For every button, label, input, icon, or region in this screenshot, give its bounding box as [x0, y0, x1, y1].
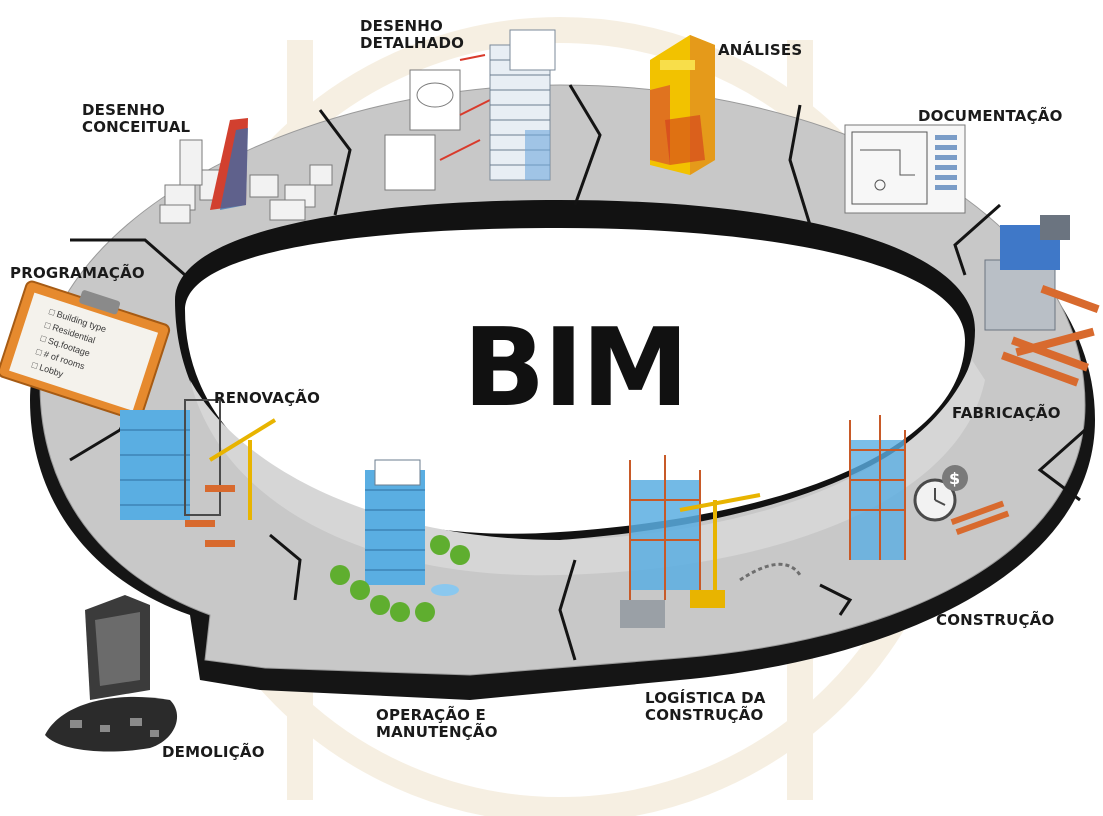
logistics-crane-icon	[620, 455, 802, 628]
blueprint-icon	[844, 124, 966, 214]
svg-text:$: $	[949, 469, 960, 488]
renovation-crane-icon	[120, 399, 277, 547]
operation-park-icon	[330, 459, 470, 622]
construction-cost-icon: $	[849, 415, 1010, 560]
stage-label-documentacao: DOCUMENTAÇÃO	[918, 107, 1063, 125]
stage-label-operacao: OPERAÇÃO E MANUTENÇÃO	[376, 706, 498, 741]
stage-label-programacao: PROGRAMAÇÃO	[10, 264, 145, 282]
clipboard-icon: □ Building type □ Residential □ Sq.foota…	[0, 280, 171, 421]
stage-label-logistica: LOGÍSTICA DA CONSTRUÇÃO	[645, 689, 766, 724]
demolition-rubble-icon	[45, 595, 178, 752]
bim-title: BIM	[463, 306, 689, 431]
conceptual-model-icon	[159, 118, 333, 224]
stage-label-renovacao: RENOVAÇÃO	[214, 389, 321, 407]
ring-center	[185, 228, 965, 534]
stage-label-analises: ANÁLISES	[718, 41, 803, 59]
analysis-model-icon	[650, 35, 715, 175]
detailed-drawing-icon	[384, 29, 556, 191]
stage-label-desenho-conceitual: DESENHO CONCEITUAL	[82, 101, 191, 136]
stage-label-desenho-detalhado: DESENHO DETALHADO	[360, 17, 465, 52]
stage-label-fabricacao: FABRICAÇÃO	[952, 404, 1061, 422]
stage-label-demolicao: DEMOLIÇÃO	[162, 743, 265, 761]
segment-dividers	[69, 84, 1086, 661]
stage-label-construcao: CONSTRUÇÃO	[936, 611, 1055, 629]
fabrication-machine-icon	[984, 215, 1100, 387]
